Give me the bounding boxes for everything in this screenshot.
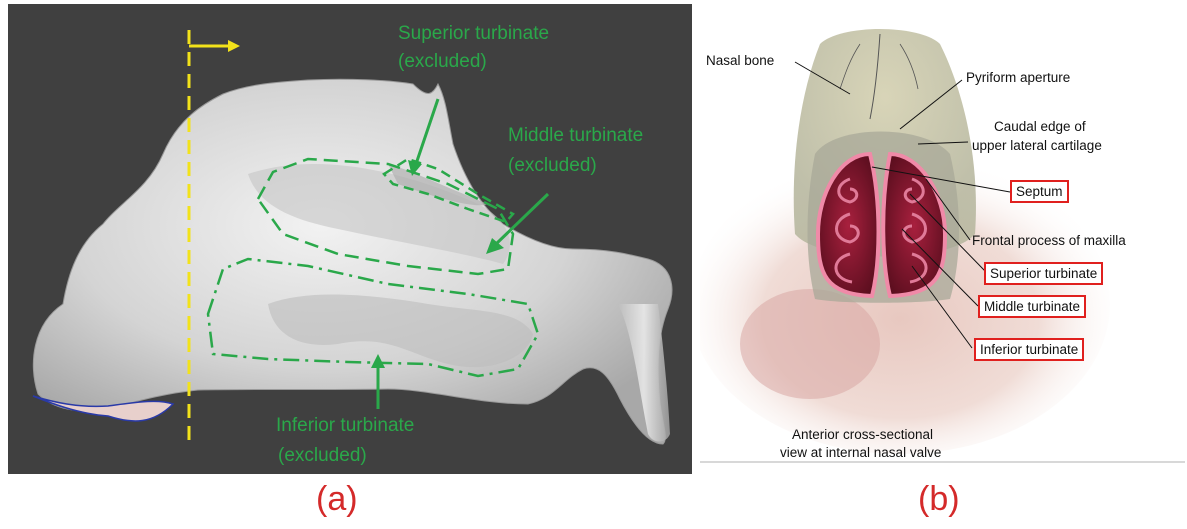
caption-b: (b) — [918, 480, 960, 519]
frontal-process-label: Frontal process of maxilla — [972, 232, 1126, 249]
middle-turbinate-label: Middle turbinate — [508, 124, 643, 148]
superior-turbinate-label-b: Superior turbinate — [984, 262, 1103, 285]
direction-arrow-head — [228, 40, 240, 52]
middle-turbinate-note: (excluded) — [508, 154, 597, 178]
superior-turbinate-note: (excluded) — [398, 50, 487, 74]
inferior-turbinate-label: Inferior turbinate — [276, 414, 414, 438]
view-description-line2: view at internal nasal valve — [780, 444, 941, 461]
middle-turbinate-label-b: Middle turbinate — [978, 295, 1086, 318]
caudal-edge-label-line2: upper lateral cartilage — [972, 137, 1102, 154]
panel-b-anatomy-illustration: Nasal bone Pyriform aperture Caudal edge… — [700, 4, 1185, 464]
septum-label: Septum — [1010, 180, 1069, 203]
nasal-bone-label: Nasal bone — [706, 52, 774, 69]
caudal-edge-label-line1: Caudal edge of — [994, 118, 1086, 135]
superior-turbinate-label: Superior turbinate — [398, 22, 549, 46]
inferior-turbinate-note: (excluded) — [278, 444, 367, 468]
nasal-cavity-3d-model — [8, 4, 692, 474]
nostril-shadow — [740, 289, 880, 399]
pyriform-aperture-label: Pyriform aperture — [966, 69, 1070, 86]
caption-a: (a) — [316, 480, 358, 519]
inferior-turbinate-label-b: Inferior turbinate — [974, 338, 1084, 361]
panel-a-nasal-cavity-model: Superior turbinate (excluded) Middle tur… — [8, 4, 692, 474]
view-description-line1: Anterior cross-sectional — [792, 426, 933, 443]
